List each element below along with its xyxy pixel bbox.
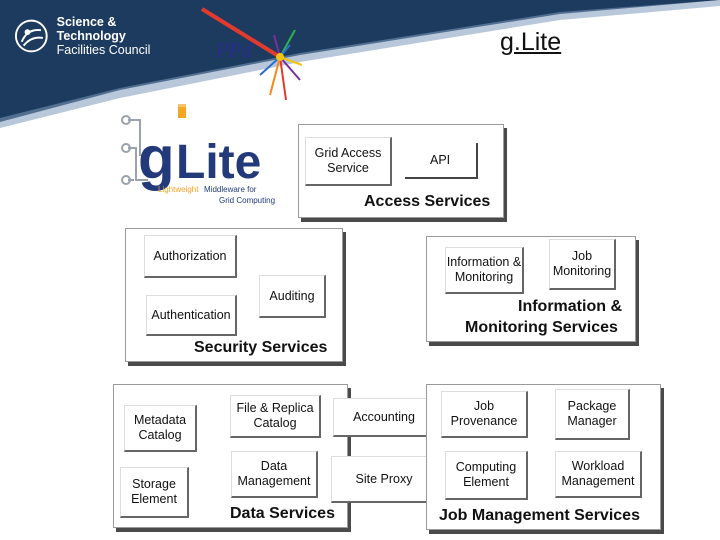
- stfc-logo: Science & Technology Facilities Council: [14, 15, 184, 57]
- access-services-label: Access Services: [364, 193, 491, 210]
- header-band: [0, 0, 720, 128]
- computing-element-box: Computing Element: [445, 451, 528, 500]
- stfc-emblem-icon: [14, 19, 48, 53]
- information-monitoring-label-line1: Information &: [518, 298, 622, 315]
- org-name-line1: Science & Technology: [56, 15, 126, 43]
- api-box: API: [405, 143, 478, 179]
- circuit-lines-icon: [121, 115, 148, 185]
- site-proxy-box: Site Proxy: [331, 456, 438, 503]
- information-monitoring-label-line2: Monitoring Services: [465, 319, 618, 336]
- data-services-label: Data Services: [230, 505, 335, 522]
- package-manager-box: Package Manager: [555, 389, 630, 440]
- security-services-panel: Authorization Authentication Auditing Se…: [125, 228, 343, 362]
- storage-element-box: Storage Element: [120, 467, 189, 518]
- auditing-box: Auditing: [259, 275, 326, 318]
- job-management-label: Job Management Services: [439, 507, 640, 524]
- authentication-box: Authentication: [146, 295, 237, 336]
- authorization-box: Authorization: [144, 235, 237, 278]
- access-services-panel: Grid Access Service API Access Services: [298, 124, 504, 218]
- job-provenance-box: Job Provenance: [441, 391, 528, 438]
- information-monitoring-box: Information & Monitoring: [445, 247, 524, 294]
- glite-logo-g: g: [138, 124, 175, 191]
- information-monitoring-panel: Information & Monitoring Job Monitoring …: [426, 236, 636, 342]
- data-management-box: Data Management: [231, 451, 318, 498]
- glite-tagline-2: Grid Computing: [219, 196, 275, 205]
- workload-management-box: Workload Management: [555, 451, 642, 498]
- job-management-panel: Job Provenance Package Manager Computing…: [426, 384, 661, 530]
- slide-title: g.Lite: [500, 28, 562, 56]
- security-services-label: Security Services: [194, 339, 328, 356]
- glite-logo: g Lite Lightweight Middleware for Grid C…: [121, 104, 275, 205]
- metadata-catalog-box: Metadata Catalog: [124, 405, 197, 452]
- file-replica-catalog-box: File & Replica Catalog: [230, 395, 321, 438]
- grid-access-service-box: Grid Access Service: [305, 137, 392, 186]
- orange-bar-top: [178, 104, 186, 118]
- ppd-label: PPd: [216, 38, 253, 62]
- glite-tagline-1a: Lightweight: [158, 185, 199, 194]
- glite-tagline-1b: Middleware for: [204, 185, 257, 194]
- glite-logo-lite: Lite: [176, 136, 261, 189]
- org-name-line2: Facilities Council: [56, 43, 151, 57]
- data-services-panel: Metadata Catalog File & Replica Catalog …: [113, 384, 348, 528]
- job-monitoring-box: Job Monitoring: [549, 239, 616, 290]
- accounting-box: Accounting: [333, 398, 436, 437]
- ppd-burst-icon: [200, 7, 303, 101]
- org-name: Science & Technology Facilities Council: [57, 15, 184, 57]
